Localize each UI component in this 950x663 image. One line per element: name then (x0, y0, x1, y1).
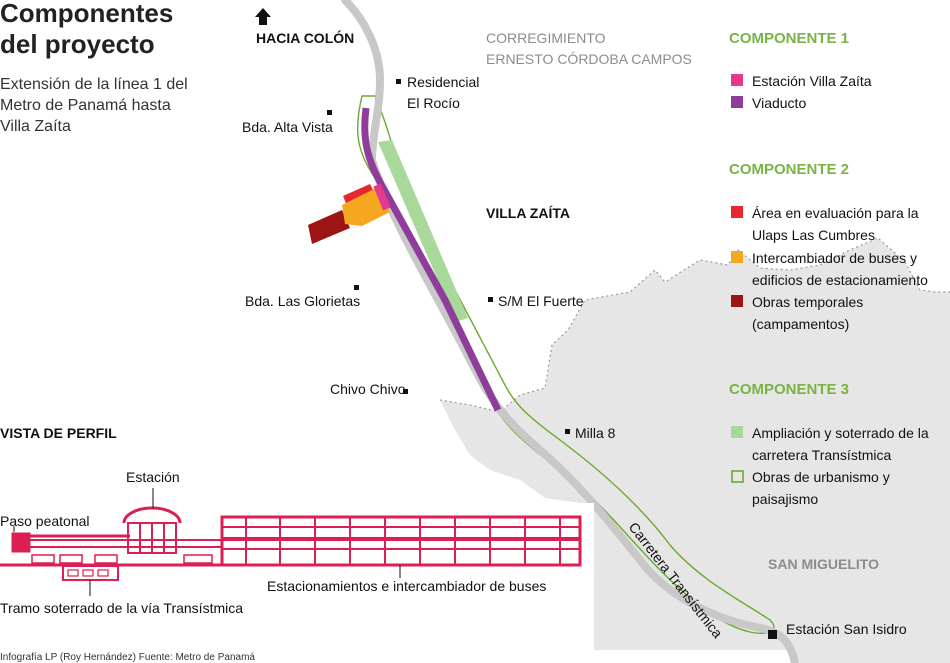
label-san-miguelito: SAN MIGUELITO (768, 556, 879, 572)
viaducto-line (361, 107, 502, 412)
label-corregimiento-1: CORREGIMIENTO (486, 30, 606, 46)
marker-las-glorietas (354, 285, 359, 290)
legend-item-ampliacion-2: carretera Transístmica (752, 447, 891, 463)
legend-item-ulaps-2: Ulaps Las Cumbres (752, 227, 875, 243)
legend-swatch-urbanismo (731, 470, 744, 483)
legend-item-ampliacion-1: Ampliación y soterrado de la (752, 425, 929, 441)
obras-temporales-area (308, 210, 350, 244)
san-miguelito-area (440, 238, 950, 663)
label-chivo-chivo: Chivo Chivo (330, 381, 406, 397)
label-las-glorietas: Bda. Las Glorietas (245, 293, 360, 309)
arrow-up-icon (255, 8, 271, 25)
label-corregimiento-2: ERNESTO CÓRDOBA CAMPOS (486, 51, 692, 67)
legend-swatch-ulaps (731, 206, 743, 218)
legend-swatch-obras-temporales (731, 295, 743, 307)
profile-title: VISTA DE PERFIL (0, 425, 117, 441)
estacion-villa-zaita-marker (373, 183, 391, 211)
legend-item-urbanismo-1: Obras de urbanismo y (752, 469, 890, 485)
profile-paso-peatonal-label: Paso peatonal (0, 513, 90, 529)
subtitle-line1: Extensión de la línea 1 del (0, 76, 188, 93)
legend-componente3-title: COMPONENTE 3 (729, 381, 849, 398)
marker-alta-vista (327, 110, 332, 115)
subtitle-line2: Metro de Panamá hasta (0, 97, 171, 114)
legend-item-ulaps-1: Área en evaluación para la (752, 205, 919, 221)
label-residencial-2: El Rocío (407, 95, 460, 111)
profile-tramo-label: Tramo soterrado de la vía Transístmica (0, 600, 243, 616)
label-estacion-san-isidro: Estación San Isidro (786, 621, 907, 637)
profile-estacion-label: Estación (126, 469, 180, 485)
legend-swatch-ampliacion (731, 426, 743, 438)
legend-item-estacion: Estación Villa Zaíta (752, 73, 872, 89)
marker-el-fuerte (488, 297, 493, 302)
legend-item-intercambiador-2: edificios de estacionamiento (752, 272, 928, 288)
label-milla-8: Milla 8 (575, 425, 616, 441)
footer-credit: Infografía LP (Roy Hernández) Fuente: Me… (0, 652, 255, 663)
legend-componente2-title: COMPONENTE 2 (729, 161, 849, 178)
legend-item-intercambiador-1: Intercambiador de buses y (752, 250, 917, 266)
corregimiento-boundary (439, 237, 950, 413)
legend-item-obras-temporales-1: Obras temporales (752, 294, 863, 310)
ampliacion-soterrado (378, 140, 468, 322)
label-residencial-1: Residencial (407, 74, 479, 90)
marker-chivo-chivo (403, 389, 408, 394)
label-el-fuerte: S/M El Fuerte (498, 293, 584, 309)
legend-item-obras-temporales-2: (campamentos) (752, 316, 849, 332)
marker-residencial (396, 79, 401, 84)
label-hacia-colon: HACIA COLÓN (256, 29, 354, 46)
marker-milla-8 (565, 429, 570, 434)
profile-estacionamientos-label: Estacionamientos e intercambiador de bus… (267, 578, 546, 594)
legend-item-viaducto: Viaducto (752, 95, 806, 111)
legend-swatch-estacion (731, 74, 743, 86)
legend-componente1-title: COMPONENTE 1 (729, 30, 849, 47)
label-villa-zaita: VILLA ZAÍTA (486, 205, 570, 221)
legend-swatch-viaducto (731, 96, 743, 108)
subtitle-line3: Villa Zaíta (0, 118, 71, 135)
marker-estacion-san-isidro (768, 630, 777, 639)
legend-item-urbanismo-2: paisajismo (752, 491, 818, 507)
label-alta-vista: Bda. Alta Vista (242, 119, 333, 135)
title-line2: del proyecto (0, 29, 155, 59)
title-line1: Componentes (0, 0, 173, 28)
profile-drawing (0, 488, 594, 613)
legend-swatch-intercambiador (731, 251, 743, 263)
